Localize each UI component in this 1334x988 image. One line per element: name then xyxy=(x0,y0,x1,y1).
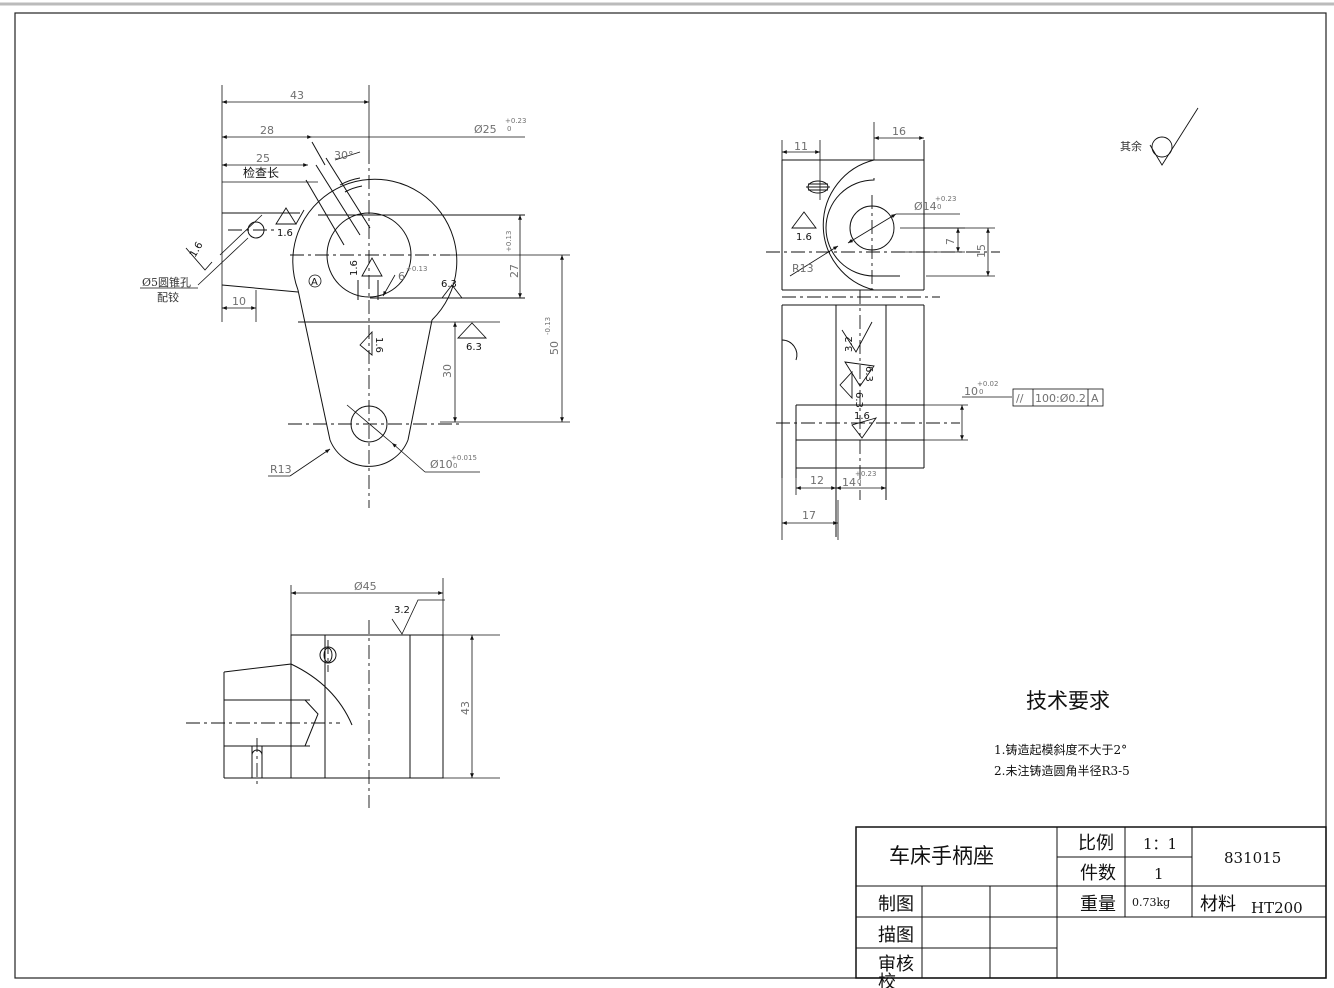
dim-43: 43 xyxy=(290,89,304,102)
quantity-label: 件数 xyxy=(1080,863,1116,884)
side-dimension-texts: 11 16 Ø14 +0.23 0 7 15 R13 10 +0.02 0 12… xyxy=(792,125,1142,522)
bottom-centerlines xyxy=(186,620,411,808)
side-roughness-3-2: 3.2 xyxy=(844,336,855,352)
side-dim-7: 7 xyxy=(944,238,957,245)
bore-25-tol-lo: 0 xyxy=(507,125,511,133)
side-dim-14-tol: +0.23 xyxy=(855,470,876,478)
material-label: 材料 xyxy=(1200,894,1236,915)
bore-25-tol: +0.23 xyxy=(505,117,526,125)
scale-label: 比例 xyxy=(1078,833,1114,854)
r13-front: R13 xyxy=(270,463,292,476)
dim-10: 10 xyxy=(232,295,246,308)
front-roughness-symbols xyxy=(185,207,488,356)
side-dim-16: 16 xyxy=(892,125,906,138)
side-dim-10-tol: +0.02 xyxy=(977,380,998,388)
side-view xyxy=(781,140,925,537)
side-bore-14: Ø14 xyxy=(914,200,937,213)
made-by-label: 制图 xyxy=(878,894,914,915)
part-name: 车床手柄座 xyxy=(889,844,994,868)
roughness-3-2-bottom: 3.2 xyxy=(394,605,410,616)
tolerance-datum: A xyxy=(1091,392,1099,405)
bore-10-tol-lo: 0 xyxy=(453,462,457,470)
tech-req-item-2: 2.未注铸造圆角半径R3-5 xyxy=(994,763,1130,778)
bottom-dim-43: 43 xyxy=(459,701,472,715)
bottom-dim-45: Ø45 xyxy=(354,580,377,593)
weight-label: 重量 xyxy=(1080,894,1116,915)
side-roughness-1-6-b: 1.6 xyxy=(854,411,870,422)
side-dim-11: 11 xyxy=(794,140,808,153)
tech-req-title: 技术要求 xyxy=(1026,689,1110,713)
dim-6: 6 xyxy=(398,270,405,283)
side-dim-14-tol-lo: 0 xyxy=(857,478,861,486)
side-roughness-6-3-a: 6.3 xyxy=(863,366,874,382)
side-roughness-symbols xyxy=(791,107,1199,439)
tech-req-item-1: 1.铸造起模斜度不大于2° xyxy=(994,742,1127,757)
title-block-texts: 车床手柄座 比例 1：1 件数 1 831015 重量 0.73kg 材料 HT… xyxy=(878,833,1303,988)
dim-50: 50 xyxy=(548,341,561,355)
roughness-1-6-b: 1.6 xyxy=(188,240,205,259)
roughness-1-6-c: 1.6 xyxy=(349,260,360,276)
roughness-1-6-a: 1.6 xyxy=(277,228,293,239)
scale-value: 1：1 xyxy=(1143,835,1177,853)
dim-25: 25 xyxy=(256,152,270,165)
bottom-dimension-texts: Ø45 43 3.2 xyxy=(354,580,472,715)
dim-6-tol: +0.13 xyxy=(406,265,427,273)
side-roughness-1-6: 1.6 xyxy=(796,232,812,243)
front-dimension-texts: 43 28 25 检查长 Ø25 +0.23 0 30° Ø5圆锥孔 配铰 10… xyxy=(142,89,561,476)
weight-value: 0.73kg xyxy=(1132,896,1170,909)
drawing-number: 831015 xyxy=(1224,849,1281,867)
dim-27-tol: +0.13 xyxy=(505,231,513,252)
tolerance-frame: // 100:Ø0.2 A xyxy=(1012,388,1104,407)
dim-50-tol: -0.13 xyxy=(544,317,552,335)
side-dim-12: 12 xyxy=(810,474,824,487)
side-dim-17: 17 xyxy=(802,509,816,522)
material-value: HT200 xyxy=(1251,899,1303,917)
cone-hole-ream-label: 配铰 xyxy=(157,290,179,304)
side-dim-15: 15 xyxy=(975,244,988,258)
quantity-value: 1 xyxy=(1154,865,1164,883)
bottom-dimensions xyxy=(290,578,500,779)
bore-25-dim: Ø25 xyxy=(474,123,497,136)
check-length-label: 检查长 xyxy=(243,165,279,180)
side-bore-14-tol-lo: 0 xyxy=(937,203,941,211)
check-label: 审核 xyxy=(878,954,914,975)
side-dim-14: 14 xyxy=(842,476,856,489)
roughness-6-3-a: 6.3 xyxy=(441,279,457,290)
side-dim-10-tol-lo: 0 xyxy=(979,388,983,396)
side-r13: R13 xyxy=(792,262,814,275)
side-dim-10: 10 xyxy=(964,385,978,398)
bore-10-tol: +0.015 xyxy=(451,454,477,462)
datum-a-front: A xyxy=(311,277,318,288)
technical-requirements: 技术要求 1.铸造起模斜度不大于2° 2.未注铸造圆角半径R3-5 xyxy=(994,689,1130,778)
dim-28: 28 xyxy=(260,124,274,137)
angle-30: 30° xyxy=(334,149,354,162)
side-roughness-6-3-b: 6.3 xyxy=(853,392,864,408)
tolerance-symbol: // xyxy=(1016,392,1024,405)
front-centerlines xyxy=(228,150,460,508)
front-view xyxy=(221,141,525,467)
drawn-by-label: 描图 xyxy=(878,925,914,946)
bore-10-dim: Ø10 xyxy=(430,458,453,471)
side-dimensions xyxy=(781,122,1012,540)
cone-hole-label: Ø5圆锥孔 xyxy=(142,276,191,289)
side-bore-14-tol: +0.23 xyxy=(935,195,956,203)
roughness-1-6-d: 1.6 xyxy=(373,337,384,353)
front-dimensions xyxy=(140,85,570,477)
roughness-rest-label: 其余 xyxy=(1120,139,1142,153)
dim-30: 30 xyxy=(441,364,454,378)
roughness-6-3-b: 6.3 xyxy=(466,342,482,353)
tolerance-value: 100:Ø0.2 xyxy=(1035,392,1086,405)
review-label: 校 xyxy=(878,972,896,988)
dim-27: 27 xyxy=(508,264,521,278)
title-block xyxy=(855,826,1327,979)
